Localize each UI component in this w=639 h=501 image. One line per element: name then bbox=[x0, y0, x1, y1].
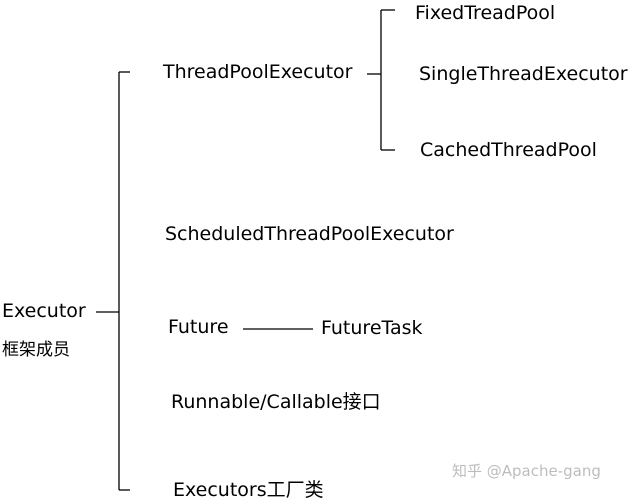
node-thread-pool-executor: ThreadPoolExecutor bbox=[163, 61, 353, 83]
node-cached-thread-pool: CachedThreadPool bbox=[420, 139, 597, 161]
node-executors-factory: Executors工厂类 bbox=[173, 479, 324, 501]
node-future: Future bbox=[168, 316, 229, 338]
watermark-text: 知乎 @Apache-gang bbox=[452, 462, 601, 480]
root-label: Executor bbox=[2, 300, 86, 322]
root-sublabel: 框架成员 bbox=[2, 340, 70, 360]
node-runnable-callable: Runnable/Callable接口 bbox=[171, 391, 381, 413]
node-scheduled-thread-pool-executor: ScheduledThreadPoolExecutor bbox=[165, 223, 454, 245]
node-single-thread-executor: SingleThreadExecutor bbox=[419, 63, 628, 85]
node-fixed-thread-pool: FixedTreadPool bbox=[415, 2, 556, 24]
node-future-task: FutureTask bbox=[321, 317, 423, 339]
